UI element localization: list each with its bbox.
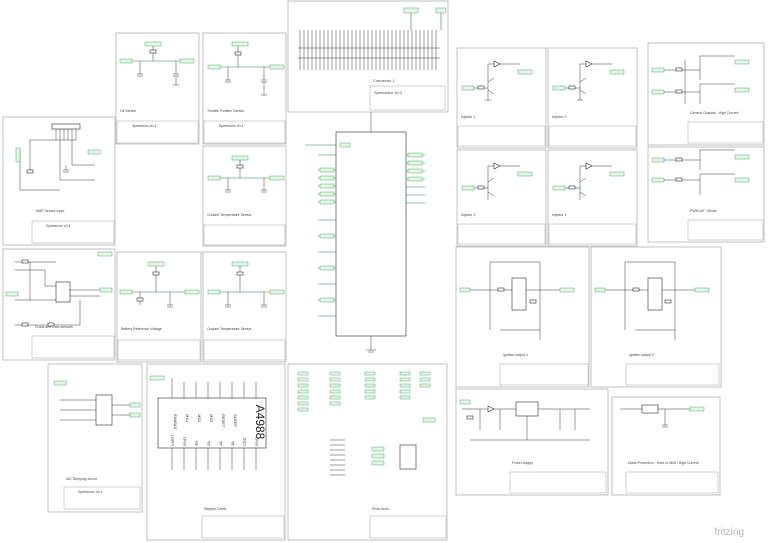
injector4-sheet: Injector 4 <box>547 149 638 247</box>
crank-sheet: Crank and Cam sensors <box>2 248 116 361</box>
pin-label: SLEEP <box>233 414 238 427</box>
injector1-title: Injector 1 <box>461 115 475 119</box>
pwm-title: PWM IAT / Boost <box>690 209 717 213</box>
injector3-sheet: Injector 3 <box>456 149 547 247</box>
stepper-sheet: A4988 ENABLE MS1 MS2 MS3 RESET SLEEP VMO… <box>146 363 286 541</box>
stepper-chip-label: A4988 <box>253 405 267 440</box>
ignition1-sheet: Ignition output 1 <box>455 246 590 388</box>
pin-label: GND <box>182 437 187 446</box>
oil-sensor-project: Speeduino v0.4 <box>132 124 156 128</box>
connector-project: Speeduino v0.4 <box>374 90 403 95</box>
pin-label: 2B <box>194 441 199 446</box>
proto-title: Proto Area <box>372 507 389 511</box>
proto-sheet: Proto Area <box>287 363 448 541</box>
ignition2-sheet: Ignition output 2 <box>590 246 722 388</box>
map-sensor-project: Speeduino v0.4 <box>46 224 70 228</box>
mega-sheet <box>305 112 425 353</box>
audio-sheet: Noise Protection - Hard or Mild / High C… <box>611 396 721 496</box>
connector-pin-row <box>298 7 447 70</box>
pin-label: 1B <box>230 441 235 446</box>
map-sensor-sheet: MAP Sensor Input Speeduino v0.4 <box>2 116 116 246</box>
stepper-top-pin-labels: ENABLE MS1 MS2 MS3 RESET SLEEP <box>173 414 238 430</box>
pin-label: MS1 <box>185 414 190 423</box>
audio-title: Noise Protection - Hard or Mild / High C… <box>628 461 699 465</box>
generic-title: Generic Outputs - High Current <box>690 111 738 115</box>
fritzing-watermark: fritzing <box>715 527 744 538</box>
battery-sheet: Battery Reference Voltage <box>116 251 202 363</box>
stepper-bottom-pin-labels: VMOT GND 2B 2A 1A 1B VDD GND <box>170 434 259 446</box>
throttle-title: Throttle Position Sensor <box>207 109 245 113</box>
oil-sensor-title: Oil Sensor <box>120 109 137 113</box>
power-title: Power supply <box>512 461 533 465</box>
idle-sheet: IAC Stepping circuit Speeduino v0.4 <box>47 363 143 513</box>
injector4-title: Injector 4 <box>552 213 566 217</box>
pin-label: MS3 <box>209 414 214 423</box>
coolant2-sheet: Coolant Temperature Sensor <box>202 251 287 363</box>
pin-label: GND <box>254 437 259 446</box>
crank-title: Crank and Cam sensors <box>35 325 73 329</box>
stepper-title: Stepper Driver <box>204 507 227 511</box>
map-sensor-title: MAP Sensor Input <box>36 209 64 213</box>
pin-label: MS2 <box>197 414 202 423</box>
idle-project: Speeduino v0.4 <box>78 490 102 494</box>
coolant-sheet: Coolant Temperature Sensor <box>202 145 287 247</box>
ignition1-title: Ignition output 1 <box>503 353 528 357</box>
pin-label: RESET <box>221 414 226 428</box>
connector-title: Connector 1 <box>373 78 396 83</box>
ignition2-title: Ignition output 2 <box>629 353 654 357</box>
pwm-sheet: PWM IAT / Boost <box>647 146 765 243</box>
coolant-title: Coolant Temperature Sensor <box>207 213 253 217</box>
pin-label: 2A <box>206 441 211 446</box>
injector2-title: Injector 2 <box>552 115 566 119</box>
generic-outputs-sheet: Generic Outputs - High Current <box>647 42 765 146</box>
power-sheet: Power supply <box>455 388 609 496</box>
injector1-sheet: Injector 1 <box>456 47 547 149</box>
throttle-sheet: Throttle Position Sensor Speeduino v0.4 <box>202 32 287 145</box>
pin-label: ENABLE <box>173 414 178 430</box>
injector2-sheet: Injector 2 <box>547 47 638 149</box>
idle-title: IAC Stepping circuit <box>66 477 97 481</box>
throttle-project: Speeduino v0.4 <box>219 124 243 128</box>
coolant2-title: Coolant Temperature Sensor <box>207 327 253 331</box>
pin-label: VMOT <box>170 434 175 446</box>
pin-label: VDD <box>242 437 247 446</box>
battery-title: Battery Reference Voltage <box>121 327 162 331</box>
injector3-title: Injector 3 <box>461 213 475 217</box>
connector-sheet: Connector 1 Speeduino v0.4 <box>287 0 449 113</box>
oil-sensor-sheet: Oil Sensor Speeduino v0.4 <box>115 32 200 145</box>
pin-label: 1A <box>218 441 223 446</box>
